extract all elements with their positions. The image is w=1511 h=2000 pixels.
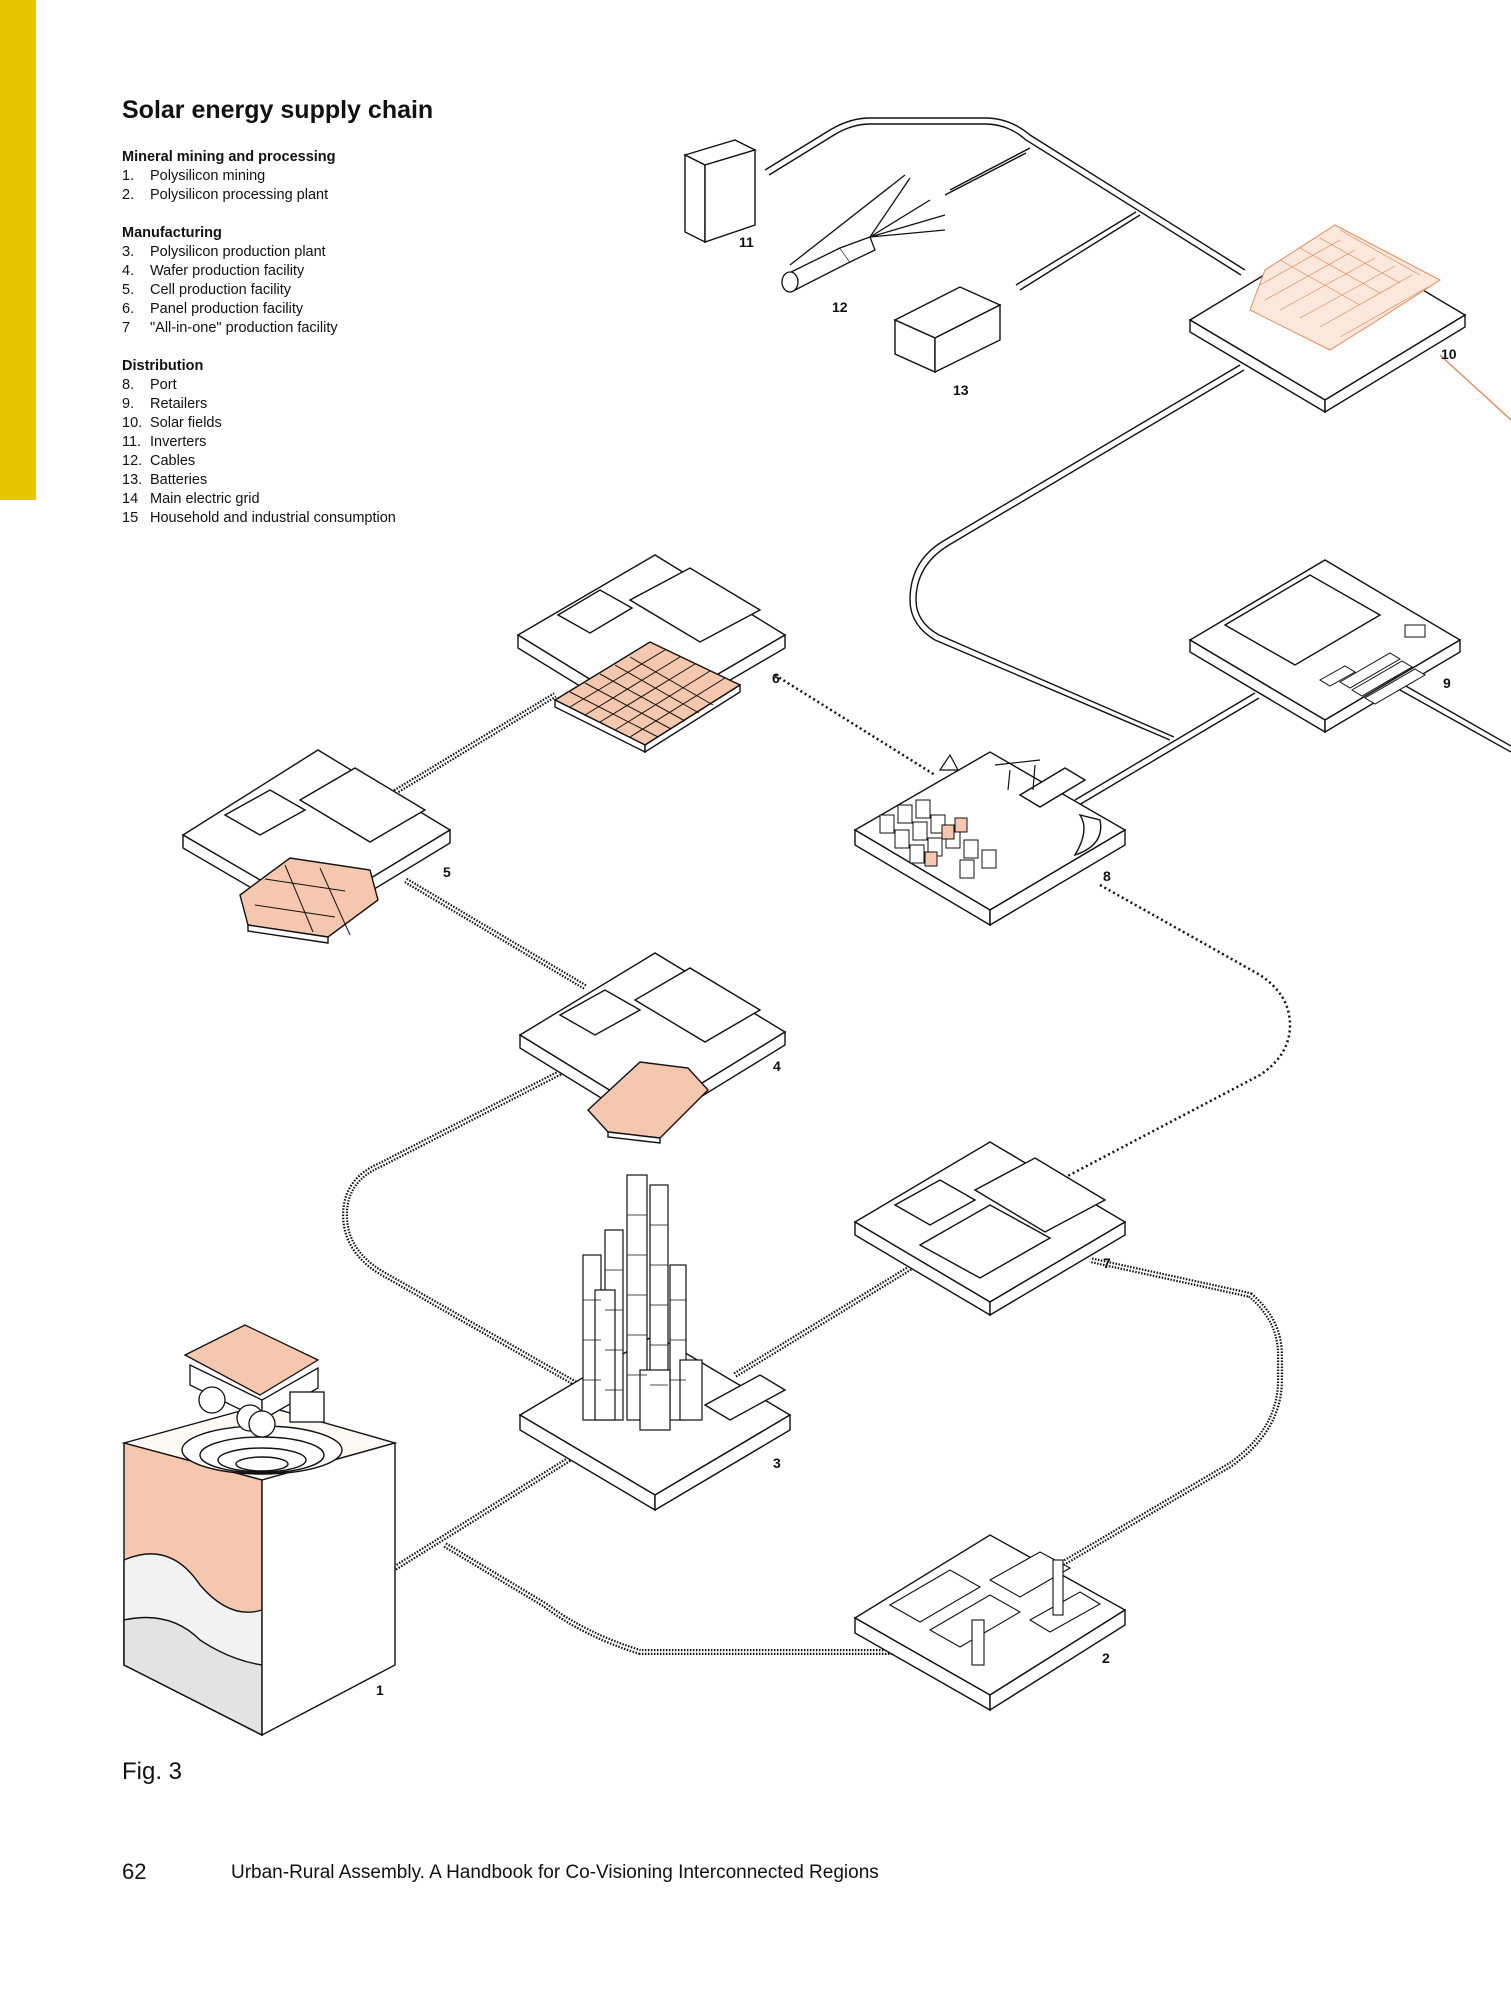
legend-item: 8.Port — [122, 377, 177, 393]
dump-truck — [183, 1324, 325, 1438]
legend-item: 10.Solar fields — [122, 415, 222, 431]
rail-route-5-6 — [393, 692, 557, 795]
node-label-2: 2 — [1102, 1650, 1110, 1666]
node-label-5: 5 — [443, 864, 451, 880]
legend-item: 2.Polysilicon processing plant — [122, 187, 329, 203]
legend-item: 7"All-in-one" production facility — [122, 320, 338, 336]
legend-item: 9.Retailers — [122, 396, 208, 412]
cell-production-facility — [181, 749, 452, 944]
node-label-3: 3 — [773, 1455, 781, 1471]
node-label-4: 4 — [773, 1058, 781, 1074]
rail-route-4-5 — [403, 877, 587, 990]
rail-route-2-7 — [1058, 1257, 1283, 1568]
rail-route-3-7 — [733, 1262, 917, 1378]
legend-item: 12.Cables — [122, 453, 196, 469]
node-label-11: 11 — [739, 234, 754, 250]
polysilicon-production-plant — [518, 1174, 792, 1512]
electric-grid-lines — [764, 117, 1511, 806]
legend-item: 5.Cell production facility — [122, 282, 292, 298]
node-label-13: 13 — [953, 382, 969, 398]
rail-route-1-2 — [443, 1542, 910, 1655]
legend-item: 13.Batteries — [122, 472, 208, 488]
node-label-8: 8 — [1103, 868, 1111, 884]
node-label-6: 6 — [772, 670, 780, 686]
page-title: Solar energy supply chain — [122, 96, 434, 124]
legend-heading: Manufacturing — [122, 225, 222, 241]
wafer-production-facility — [518, 952, 787, 1144]
polysilicon-processing-plant — [853, 1534, 1127, 1712]
legend-item: 1.Polysilicon mining — [122, 168, 266, 184]
panel-production-facility — [516, 554, 787, 754]
node-label-7: 7 — [1103, 1255, 1111, 1271]
accent-bar — [0, 0, 36, 500]
legend-item: 6.Panel production facility — [122, 301, 304, 317]
legend-heading: Distribution — [122, 358, 204, 374]
legend-heading: Mineral mining and processing — [122, 149, 336, 165]
page-number: 62 — [122, 1859, 147, 1884]
sea-route-6-8 — [774, 673, 936, 777]
legend-section-mining: Mineral mining and processing 1.Polysili… — [122, 148, 462, 205]
polysilicon-mine — [121, 1404, 398, 1737]
running-title: Urban-Rural Assembly. A Handbook for Co-… — [231, 1862, 879, 1883]
legend-section-distribution: Distribution 8.Port 9.Retailers 10.Solar… — [122, 357, 462, 528]
port — [853, 751, 1127, 927]
retailers — [1188, 559, 1462, 734]
solar-fields — [1188, 224, 1467, 414]
cables — [781, 174, 946, 293]
figure-label: Fig. 3 — [122, 1758, 183, 1785]
orange-grid-line — [1439, 354, 1511, 421]
node-label-12: 12 — [832, 299, 848, 315]
legend-item: 3.Polysilicon production plant — [122, 244, 326, 260]
all-in-one-production-facility — [853, 1141, 1127, 1317]
batteries — [893, 286, 1002, 374]
node-label-10: 10 — [1441, 346, 1457, 362]
legend-item: 4.Wafer production facility — [122, 263, 305, 279]
rail-route-1-3 — [393, 1437, 602, 1571]
node-label-9: 9 — [1443, 675, 1451, 691]
node-label-1: 1 — [376, 1682, 384, 1698]
rail-route-3-4 — [341, 1057, 587, 1388]
sea-route-8-7 — [1059, 883, 1292, 1182]
inverters — [683, 139, 757, 244]
legend-item: 11.Inverters — [122, 434, 207, 450]
legend-section-manufacturing: Manufacturing 3.Polysilicon production p… — [122, 224, 462, 338]
legend: Mineral mining and processing 1.Polysili… — [122, 148, 462, 547]
